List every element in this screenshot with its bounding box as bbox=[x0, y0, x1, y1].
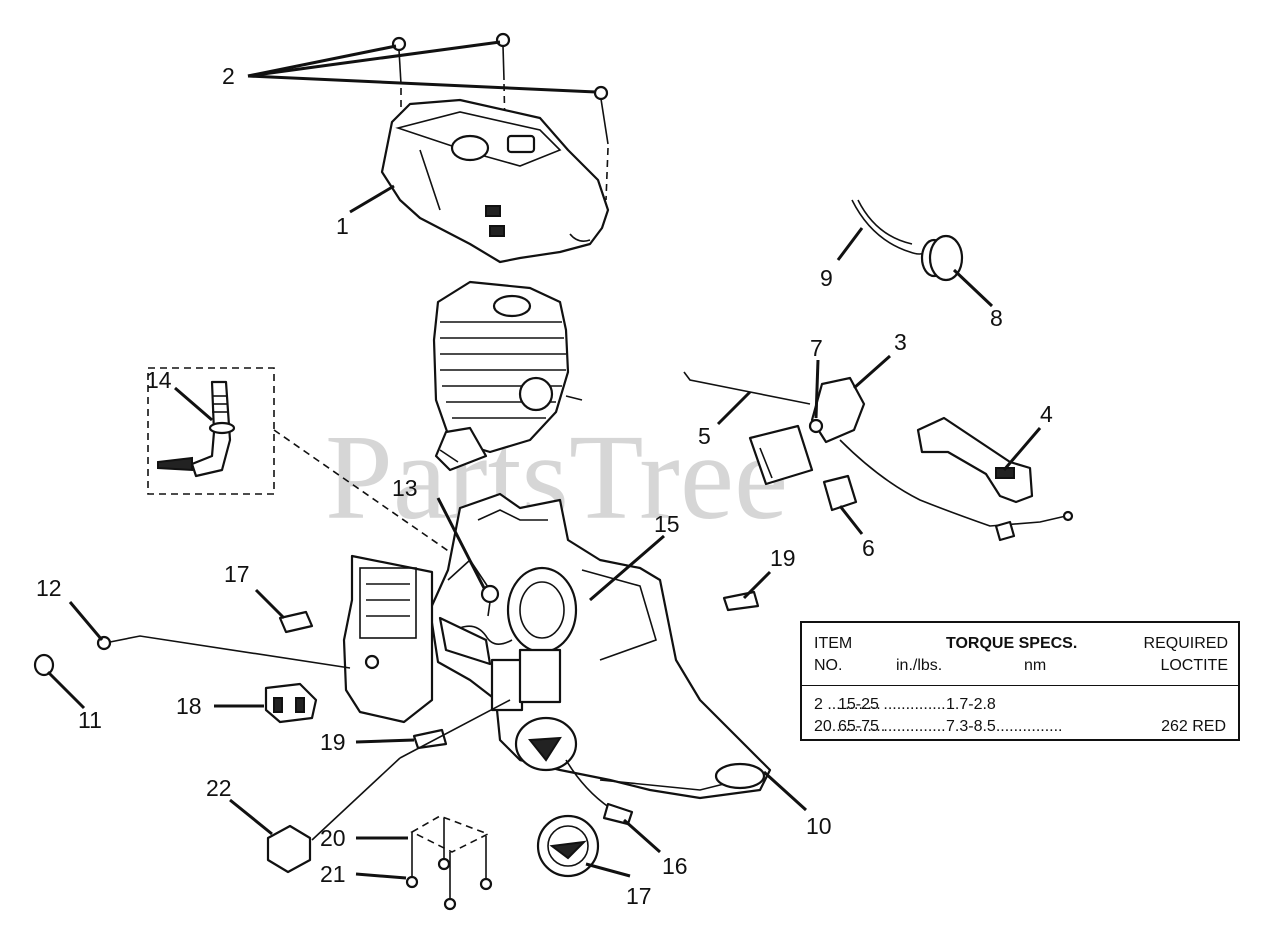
muffler-mount bbox=[264, 682, 318, 724]
callout-21: 21 bbox=[320, 861, 346, 887]
header-item: ITEM bbox=[814, 635, 853, 652]
torque-row: 20............ 65-75 .............. 7.3-… bbox=[814, 716, 1226, 738]
callout-8: 8 bbox=[990, 305, 1003, 331]
callout-17-bottom: 17 bbox=[626, 883, 652, 909]
callout-2: 2 bbox=[222, 63, 235, 89]
header-torque-specs: TORQUE SPECS. bbox=[946, 635, 1078, 652]
fuel-fitting bbox=[480, 584, 500, 617]
row-in-lbs: 15-25 .............. bbox=[838, 696, 946, 713]
row-nm: 7.3-8.5............... bbox=[946, 718, 1063, 735]
callout-22: 22 bbox=[206, 775, 232, 801]
row-in-lbs: 65-75 .............. bbox=[838, 718, 946, 735]
callout-7: 7 bbox=[810, 335, 823, 361]
callout-4: 4 bbox=[1040, 401, 1053, 427]
callout-5: 5 bbox=[698, 423, 711, 449]
callout-6: 6 bbox=[862, 535, 875, 561]
pulse-line bbox=[459, 625, 513, 645]
callout-16: 16 bbox=[662, 853, 688, 879]
callout-20: 20 bbox=[320, 825, 346, 851]
row-item: 20............ bbox=[814, 718, 886, 735]
mounting-bolts bbox=[405, 815, 493, 911]
header-nm: nm bbox=[1024, 657, 1047, 674]
top-cover bbox=[380, 98, 610, 264]
header-required: REQUIRED bbox=[1143, 635, 1228, 652]
callout-18: 18 bbox=[176, 693, 202, 719]
leader-lines bbox=[46, 40, 1042, 880]
callout-1: 1 bbox=[336, 213, 349, 239]
callout-19-right: 19 bbox=[770, 545, 796, 571]
header-loctite: LOCTITE bbox=[1160, 657, 1228, 674]
fuel-tank-opening bbox=[514, 716, 634, 826]
header-in-lbs: in./lbs. bbox=[896, 657, 943, 674]
callout-15: 15 bbox=[654, 511, 680, 537]
callout-10: 10 bbox=[806, 813, 832, 839]
torque-row: 2 ............ 15-25 .............. 1.7-… bbox=[814, 694, 1226, 716]
stop-switch-assembly bbox=[851, 199, 964, 282]
callout-14: 14 bbox=[146, 367, 172, 393]
cylinder bbox=[432, 280, 583, 472]
clip-19-right bbox=[722, 590, 760, 612]
throttle-trigger bbox=[916, 416, 1034, 504]
callout-9: 9 bbox=[820, 265, 833, 291]
callout-19-lower: 19 bbox=[320, 729, 346, 755]
fuel-cap bbox=[536, 814, 600, 878]
callout-11: 11 bbox=[78, 707, 102, 733]
clip-17-left bbox=[278, 610, 314, 634]
row-nm: 1.7-2.8 bbox=[946, 696, 996, 713]
row-loctite: 262 RED bbox=[1161, 718, 1226, 735]
clip-19-lower bbox=[412, 728, 448, 750]
header-no: NO. bbox=[814, 657, 843, 674]
callout-3: 3 bbox=[894, 329, 907, 355]
ground-wire bbox=[33, 635, 351, 677]
callout-numbers: 2 1 9 8 7 3 5 4 6 14 13 15 19 17 12 11 1… bbox=[36, 63, 1053, 909]
callout-17-left: 17 bbox=[224, 561, 250, 587]
callout-13: 13 bbox=[392, 475, 418, 501]
fuel-line-detail bbox=[147, 367, 471, 567]
throttle-parts bbox=[683, 371, 1074, 542]
crankcase-housing bbox=[428, 492, 772, 800]
torque-specs-table: ITEM NO. TORQUE SPECS. in./lbs. nm REQUI… bbox=[800, 621, 1240, 741]
bumper-block bbox=[266, 824, 312, 874]
torque-table-header: ITEM NO. TORQUE SPECS. in./lbs. nm REQUI… bbox=[802, 623, 1238, 686]
callout-12: 12 bbox=[36, 575, 62, 601]
row-item: 2 ............ bbox=[814, 696, 881, 713]
side-plate bbox=[342, 554, 434, 724]
